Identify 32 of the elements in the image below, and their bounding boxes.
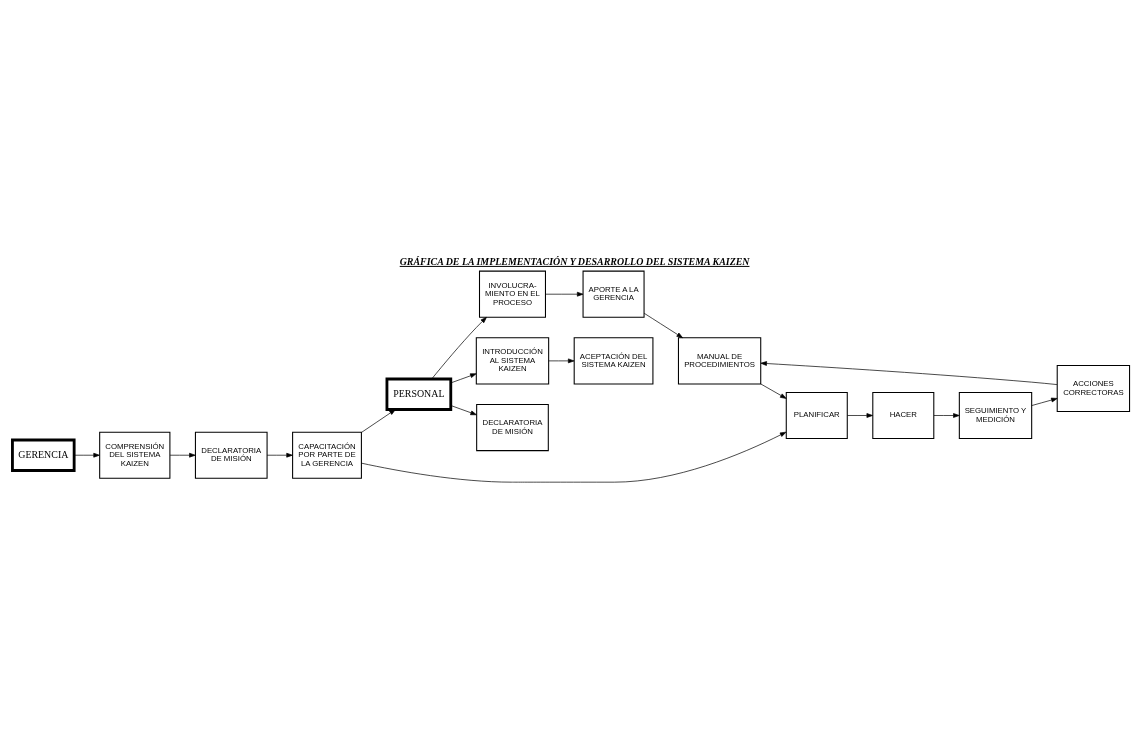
node-box: INTRODUCCIÓN AL SISTEMA KAIZEN <box>475 336 550 384</box>
node-box: APORTE A LA GERENCIA <box>582 270 645 318</box>
arrow <box>361 408 396 433</box>
arrow <box>760 383 787 399</box>
node-box: MANUAL DE PROCEDIMIENTOS <box>677 336 762 384</box>
node-box: COMPRENSIÓN DEL SISTEMA KAIZEN <box>99 431 171 479</box>
arrow <box>933 412 960 418</box>
node-box: PERSONAL <box>385 377 453 411</box>
node-box: INVOLUCRA- MIENTO EN EL PROCESO <box>478 270 546 318</box>
node-box: DECLARATORIA DE MISIÓN <box>194 431 268 479</box>
arrow <box>431 316 487 379</box>
arrow <box>73 452 100 458</box>
node-box: DECLARATORIA DE MISIÓN <box>476 403 549 451</box>
node-box: CAPACITACIÓN POR PARTE DE LA GERENCIA <box>292 431 362 479</box>
arrow <box>450 404 477 415</box>
diagram-title: GRÁFICA DE LA IMPLEMENTACIÓN Y DESARROLLO DEL SISTEMA KAIZEN <box>399 255 750 267</box>
node-box: GERENCIA <box>11 438 76 472</box>
arrow <box>643 312 683 338</box>
node-box: ACEPTACIÓN DEL SISTEMA KAIZEN <box>573 336 654 384</box>
node-box: ACCIONES CORRECTORAS <box>1056 364 1131 412</box>
node-box: PLANIFICAR <box>785 391 848 439</box>
arrow <box>1031 397 1058 406</box>
arrow <box>847 412 873 418</box>
arrow <box>545 291 584 297</box>
arrow <box>361 431 787 482</box>
arrow <box>548 358 575 363</box>
node-box: HACER <box>872 391 935 439</box>
arrow <box>169 452 196 458</box>
arrow <box>450 372 477 383</box>
node-box: SEGUIMIENTO Y MEDICIÓN <box>958 391 1033 439</box>
arrow <box>266 452 293 458</box>
arrow <box>760 360 1058 385</box>
